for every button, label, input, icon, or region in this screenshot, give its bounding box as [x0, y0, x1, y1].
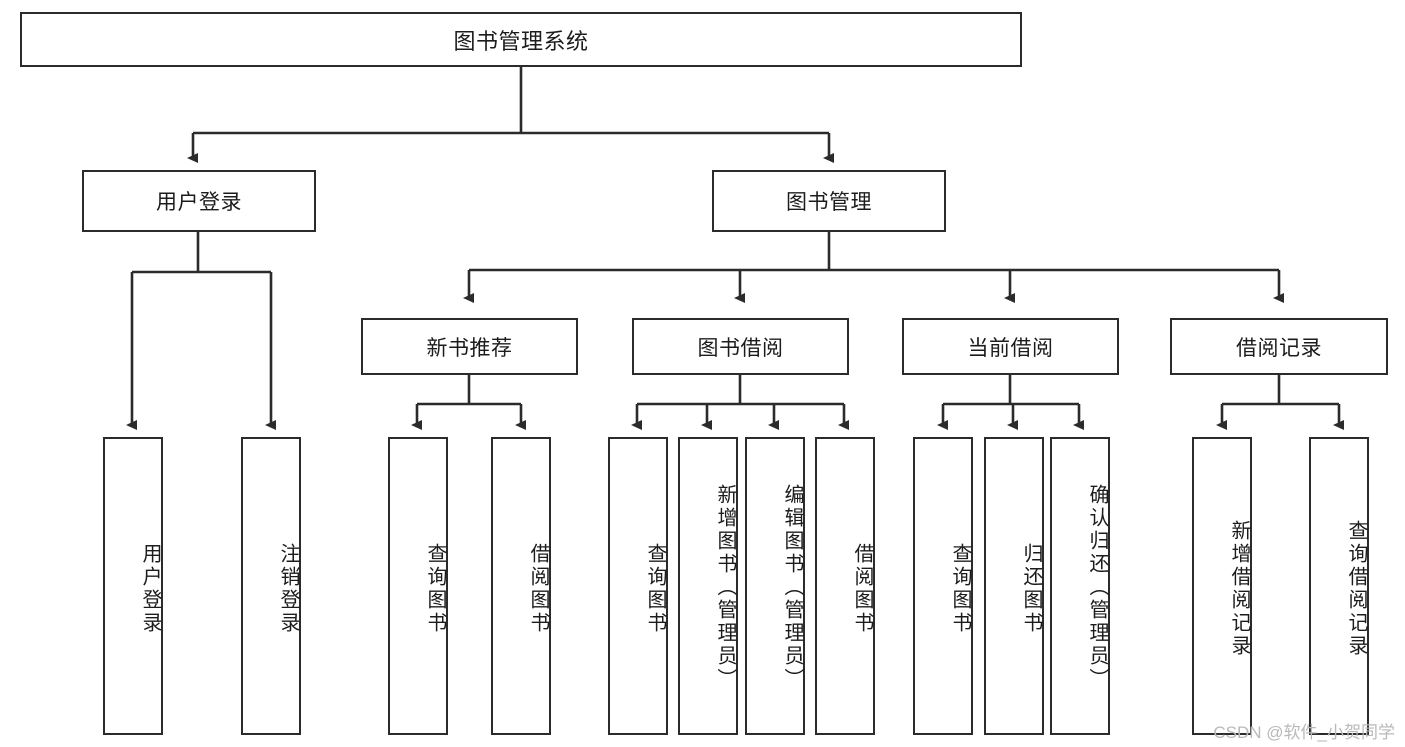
leaf-borrow-book[interactable]: 借阅图书: [815, 437, 875, 735]
node-new-book-recommend[interactable]: 新书推荐: [361, 318, 578, 375]
leaf-user-login[interactable]: 用户登录: [103, 437, 163, 735]
leaf-return-book[interactable]: 归还图书: [984, 437, 1044, 735]
node-root-book-management-system[interactable]: 图书管理系统: [20, 12, 1022, 67]
leaf-add-borrow-record[interactable]: 新增借阅记录: [1192, 437, 1252, 735]
leaf-edit-book-admin[interactable]: 编辑图书（管理员）: [745, 437, 805, 735]
leaf-add-book-admin[interactable]: 新增图书（管理员）: [678, 437, 738, 735]
leaf-query-book-newbook[interactable]: 查询图书: [388, 437, 448, 735]
leaf-query-borrow-record[interactable]: 查询借阅记录: [1309, 437, 1369, 735]
leaf-query-book-borrow[interactable]: 查询图书: [608, 437, 668, 735]
leaf-query-book-current[interactable]: 查询图书: [913, 437, 973, 735]
node-borrow-record[interactable]: 借阅记录: [1170, 318, 1388, 375]
leaf-logout-login[interactable]: 注销登录: [241, 437, 301, 735]
watermark: CSDN @软件_小贺同学: [1213, 723, 1395, 742]
node-book-management[interactable]: 图书管理: [712, 170, 946, 232]
leaf-borrow-book-newbook[interactable]: 借阅图书: [491, 437, 551, 735]
leaf-confirm-return-admin[interactable]: 确认归还（管理员）: [1050, 437, 1110, 735]
node-current-borrow[interactable]: 当前借阅: [902, 318, 1119, 375]
node-book-borrow[interactable]: 图书借阅: [632, 318, 849, 375]
node-user-login[interactable]: 用户登录: [82, 170, 316, 232]
